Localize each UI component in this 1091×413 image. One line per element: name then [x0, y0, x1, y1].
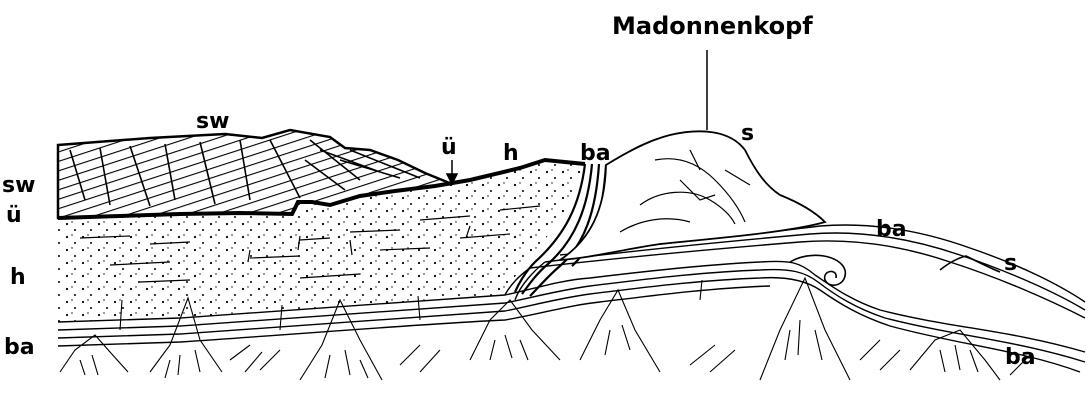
- label-ba-right: ba: [876, 217, 907, 242]
- label-u-arrow: ü: [441, 135, 457, 160]
- label-s-right: s: [1004, 251, 1017, 276]
- label-peak-name: Madonnenkopf: [612, 12, 813, 40]
- label-h-left: h: [10, 265, 26, 290]
- label-u-left: ü: [6, 203, 22, 228]
- label-sw-left: sw: [2, 173, 35, 198]
- label-ba-top: ba: [580, 141, 611, 166]
- label-ba-bottom-right: ba: [1005, 345, 1036, 370]
- label-sw-top: sw: [196, 109, 229, 134]
- label-ba-left: ba: [4, 335, 35, 360]
- label-s-peak: s: [741, 121, 754, 146]
- label-h-top: h: [503, 141, 519, 166]
- s-right-hill: [940, 256, 1000, 272]
- u-arrow: [447, 160, 457, 184]
